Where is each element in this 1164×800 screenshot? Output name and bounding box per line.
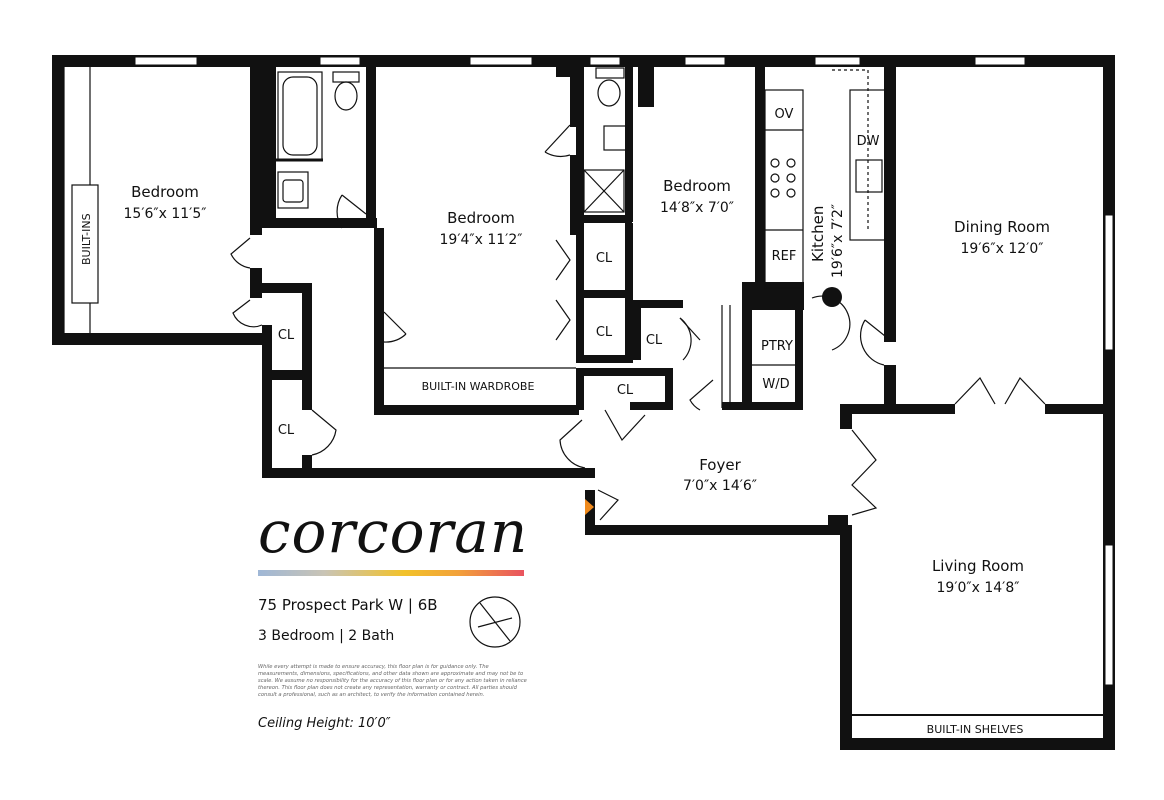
label-washer-dryer: W/D bbox=[762, 377, 789, 392]
closet-label: CL bbox=[617, 383, 634, 398]
room-name-living: Living Room bbox=[932, 557, 1024, 575]
disclaimer-text: While every attempt is made to ensure ac… bbox=[258, 664, 527, 698]
room-name-kitchen: Kitchen bbox=[809, 206, 827, 262]
label-built-in-wardrobe: BUILT-IN WARDROBE bbox=[422, 380, 535, 393]
closet-label: CL bbox=[596, 325, 613, 340]
room-dim-living: 19′0″x 14′8″ bbox=[937, 580, 1020, 596]
interior-walls bbox=[250, 67, 1105, 716]
room-name-bedroom-center: Bedroom bbox=[447, 209, 515, 227]
compass-icon bbox=[469, 596, 521, 648]
room-dim-foyer: 7′0″x 14′6″ bbox=[683, 478, 757, 494]
room-dim-bedroom-right: 14′8″x 7′0″ bbox=[660, 200, 734, 216]
closet-label: CL bbox=[646, 333, 663, 348]
label-refrigerator: REF bbox=[772, 249, 797, 264]
room-dim-bedroom-left: 15′6″x 11′5″ bbox=[124, 206, 207, 222]
label-built-ins: BUILT-INS bbox=[80, 213, 93, 265]
closet-label: CL bbox=[596, 251, 613, 266]
room-name-bedroom-right: Bedroom bbox=[663, 177, 731, 195]
brand-rainbow-bar bbox=[258, 570, 524, 576]
label-oven: OV bbox=[775, 107, 794, 122]
entry-marker bbox=[585, 499, 594, 515]
room-name-foyer: Foyer bbox=[699, 456, 741, 474]
closet-label: CL bbox=[278, 423, 295, 438]
windows bbox=[134, 56, 1114, 686]
room-name-bedroom-left: Bedroom bbox=[131, 183, 199, 201]
ceiling-height: Ceiling Height: 10′0″ bbox=[258, 716, 391, 731]
listing-address: 75 Prospect Park W | 6B bbox=[258, 596, 438, 614]
closet-label: CL bbox=[278, 328, 295, 343]
room-dim-kitchen: 19′6″x 7′2″ bbox=[830, 204, 846, 278]
label-dishwasher: DW bbox=[857, 134, 880, 149]
room-dim-dining: 19′6″x 12′0″ bbox=[961, 241, 1044, 257]
room-dim-bedroom-center: 19′4″x 11′2″ bbox=[440, 232, 523, 248]
column bbox=[822, 287, 842, 307]
fixtures bbox=[63, 67, 887, 408]
corcoran-logo: corcoran bbox=[258, 498, 529, 566]
beds-baths: 3 Bedroom | 2 Bath bbox=[258, 628, 395, 644]
doors bbox=[230, 124, 1046, 521]
room-name-dining: Dining Room bbox=[954, 218, 1050, 236]
label-pantry: PTRY bbox=[761, 339, 793, 354]
label-built-in-shelves: BUILT-IN SHELVES bbox=[927, 723, 1024, 736]
